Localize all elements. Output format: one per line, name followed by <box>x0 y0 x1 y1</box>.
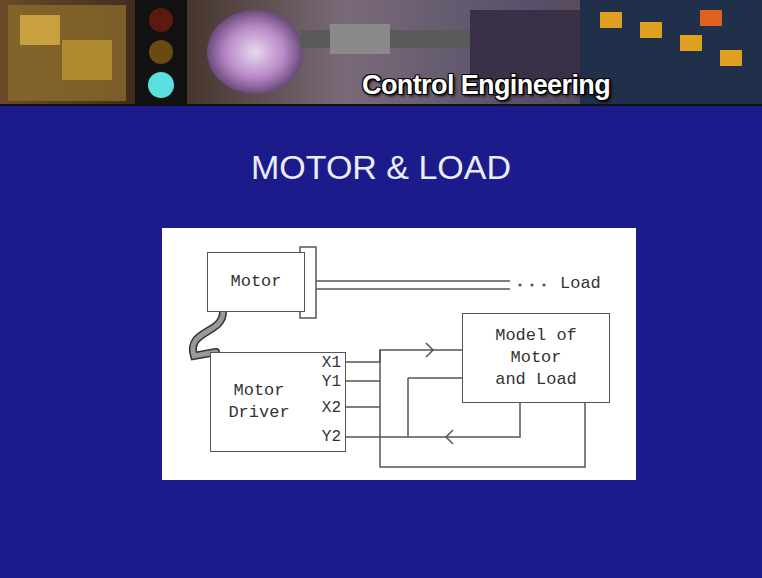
driver-box: Motor Driver X1Y1X2Y2 <box>210 352 346 452</box>
pin-name: X1 <box>322 354 341 372</box>
box-label: Motor <box>208 272 304 292</box>
pin-name: X2 <box>322 399 341 417</box>
pin-name: Y2 <box>322 428 341 446</box>
model-box: Model of Motor and Load <box>462 313 610 403</box>
banner-title: Control Engineering <box>362 70 610 101</box>
connector <box>346 403 520 444</box>
motor-box: Motor <box>207 252 305 312</box>
load-label: Load <box>558 274 603 294</box>
box-label: Model of Motor and Load <box>491 325 581 391</box>
slide-title: MOTOR & LOAD <box>0 148 762 187</box>
connector <box>346 343 462 362</box>
pin-name: Y1 <box>322 373 341 391</box>
connector <box>193 312 223 356</box>
box-label: Motor Driver <box>223 380 295 424</box>
